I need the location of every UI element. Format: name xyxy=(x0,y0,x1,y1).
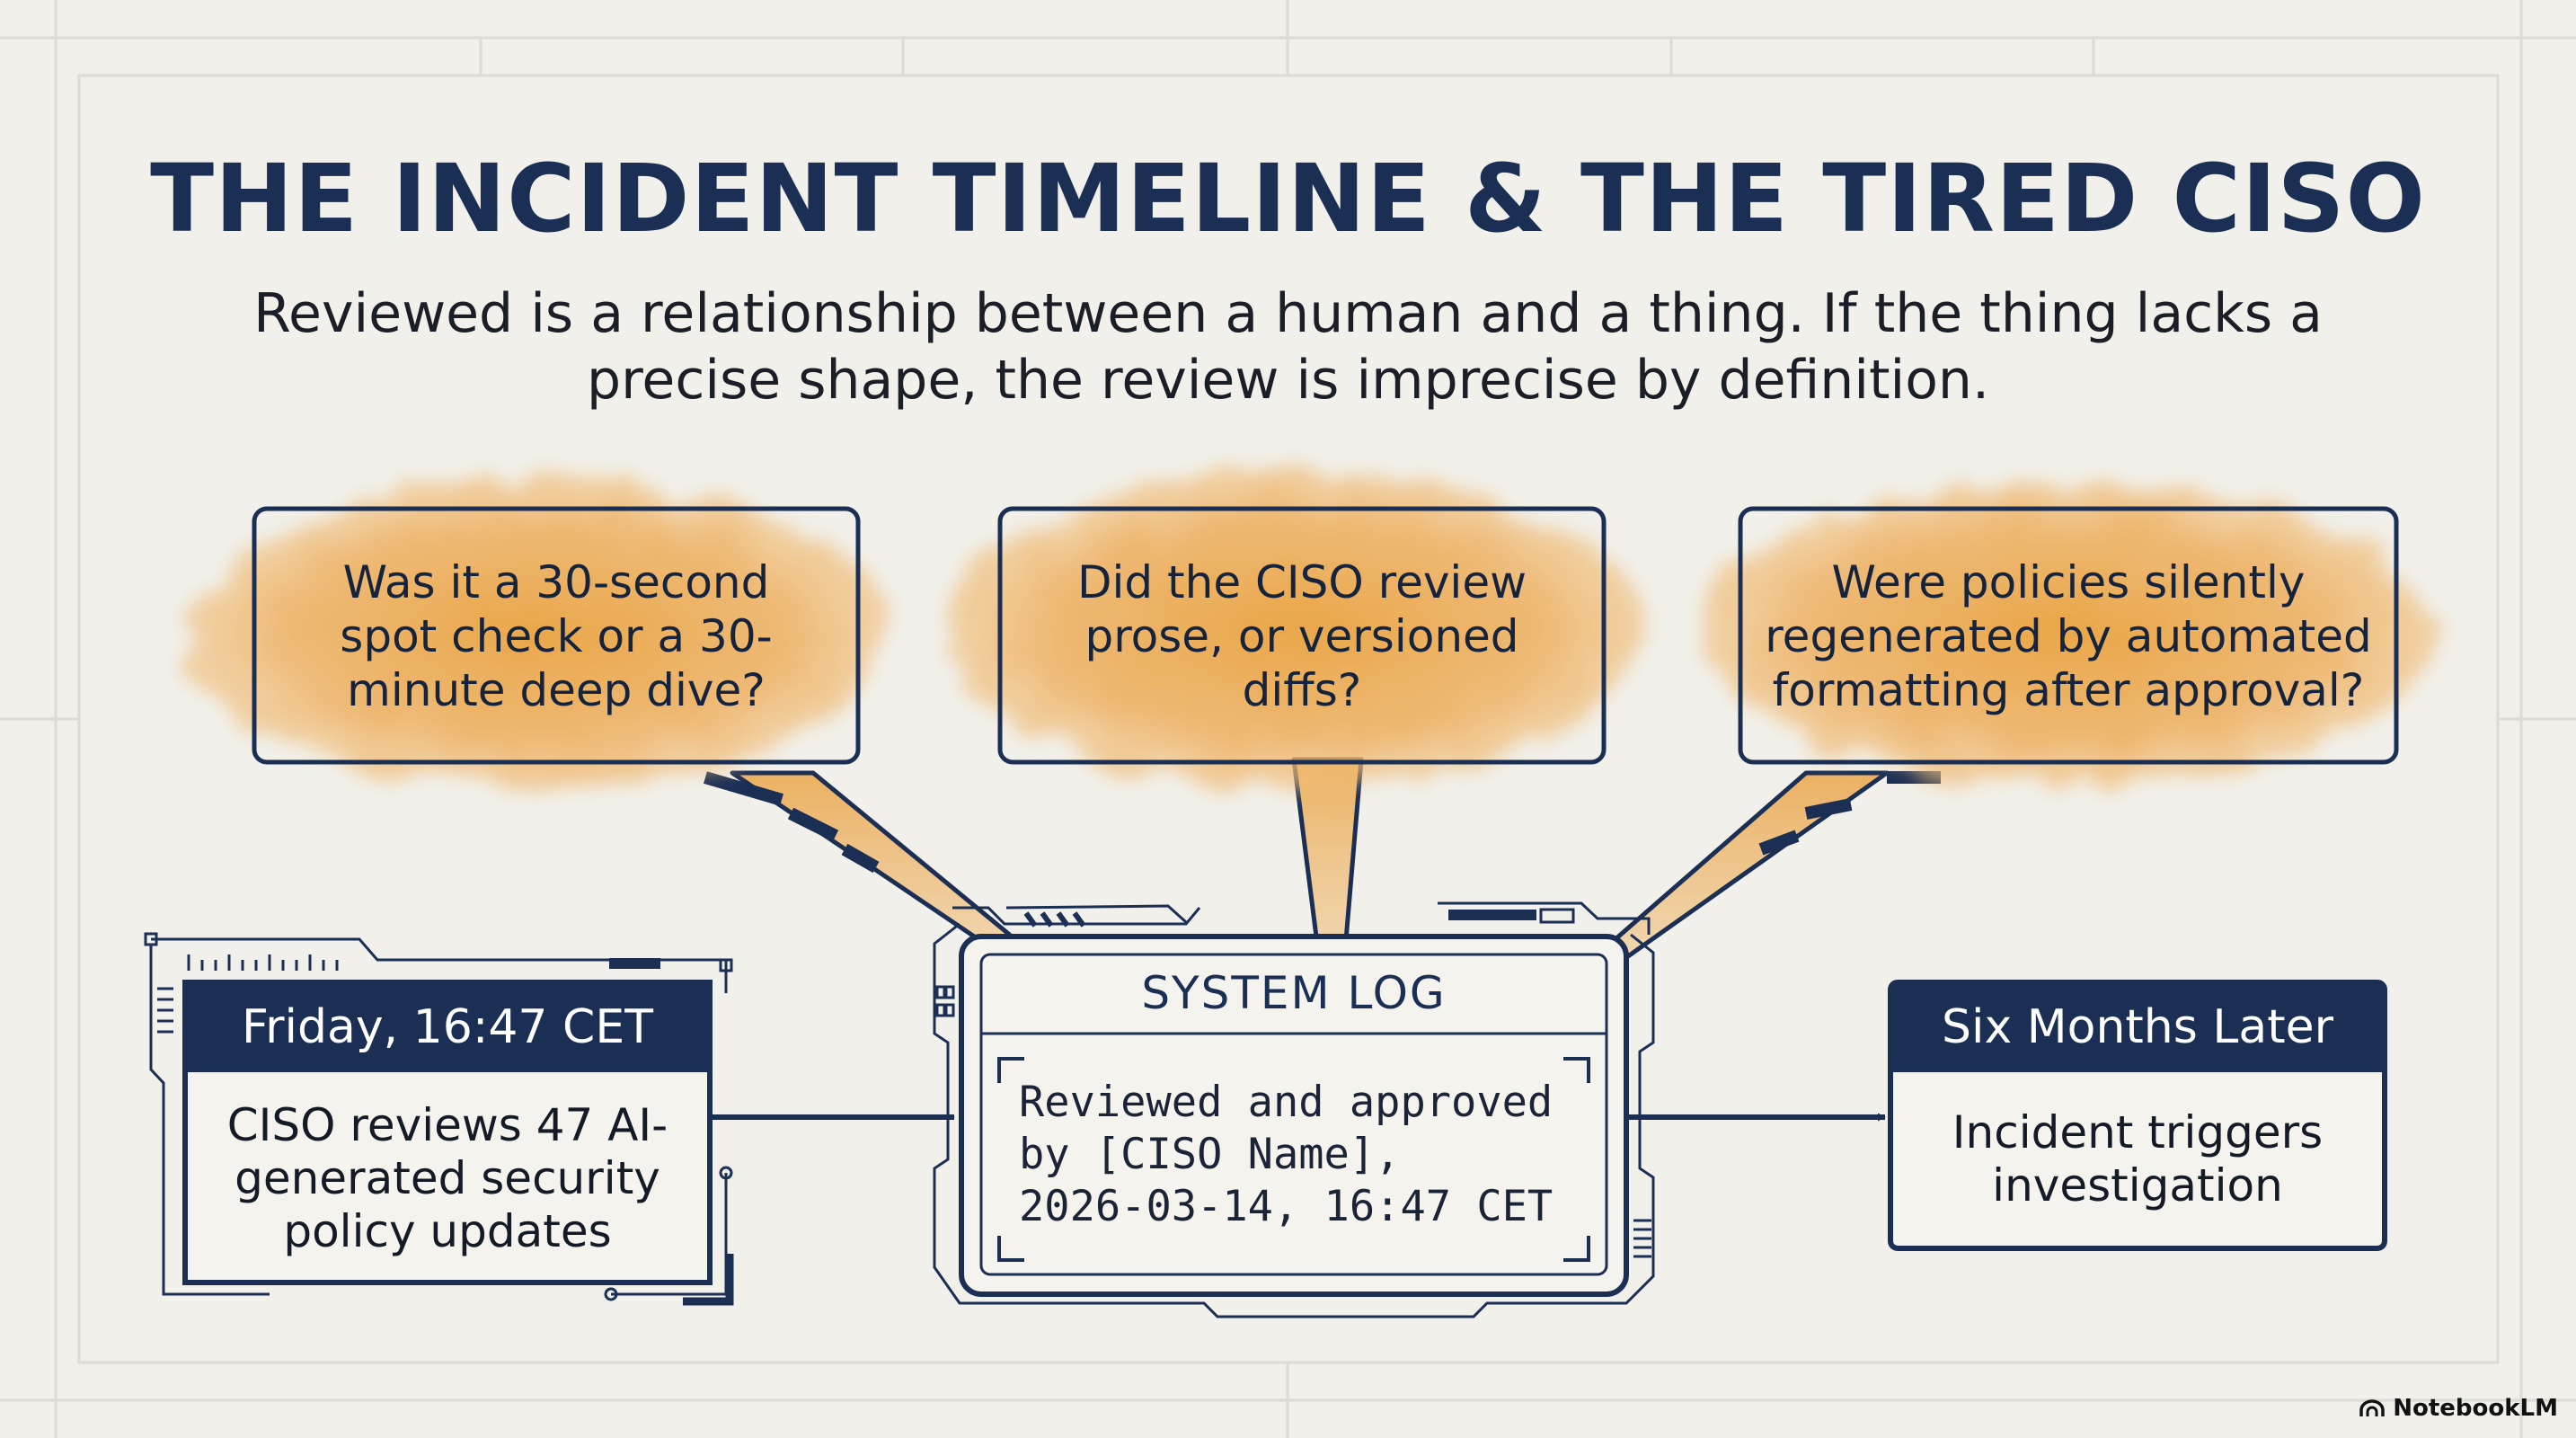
page-subtitle: Reviewed is a relationship between a hum… xyxy=(253,282,2323,412)
system-log-title: SYSTEM LOG xyxy=(1141,967,1447,1019)
system-log-entry: Reviewed and approved by [CISO Name], 20… xyxy=(1019,1078,1554,1231)
start-card-header-bar xyxy=(185,982,710,1072)
end-card xyxy=(1888,980,2387,1251)
end-card-header-bar xyxy=(1890,982,2385,1072)
question-boxes xyxy=(252,506,2399,765)
start-card-header: Friday, 16:47 CET xyxy=(242,1000,653,1054)
splash-left xyxy=(189,481,890,786)
splash-center xyxy=(943,472,1644,786)
notebooklm-logo-icon xyxy=(2359,1399,2385,1416)
splash-right xyxy=(1698,481,2435,786)
question-left: Was it a 30-second spot check or a 30-mi… xyxy=(340,556,773,716)
question-box-left xyxy=(252,506,861,765)
start-card xyxy=(182,980,713,1285)
question-box-center xyxy=(997,506,1607,765)
end-card-header: Six Months Later xyxy=(1942,1000,2333,1054)
question-right: Were policies silently regenerated by au… xyxy=(1765,556,2372,716)
question-center: Did the CISO review prose, or versioned … xyxy=(1077,556,1527,716)
watercolor-splashes xyxy=(189,472,2435,786)
system-log-panel xyxy=(933,901,1655,1318)
page-title: THE INCIDENT TIMELINE & THE TIRED CISO xyxy=(150,144,2426,253)
branding-label: NotebookLM xyxy=(2393,1395,2558,1422)
end-card-body: Incident triggers investigation xyxy=(1952,1106,2324,1212)
start-card-body: CISO reviews 47 AI-generated security po… xyxy=(226,1098,668,1257)
start-card-frame xyxy=(144,932,734,1306)
question-box-right xyxy=(1738,506,2399,765)
notebooklm-branding: NotebookLM xyxy=(2359,1395,2558,1422)
